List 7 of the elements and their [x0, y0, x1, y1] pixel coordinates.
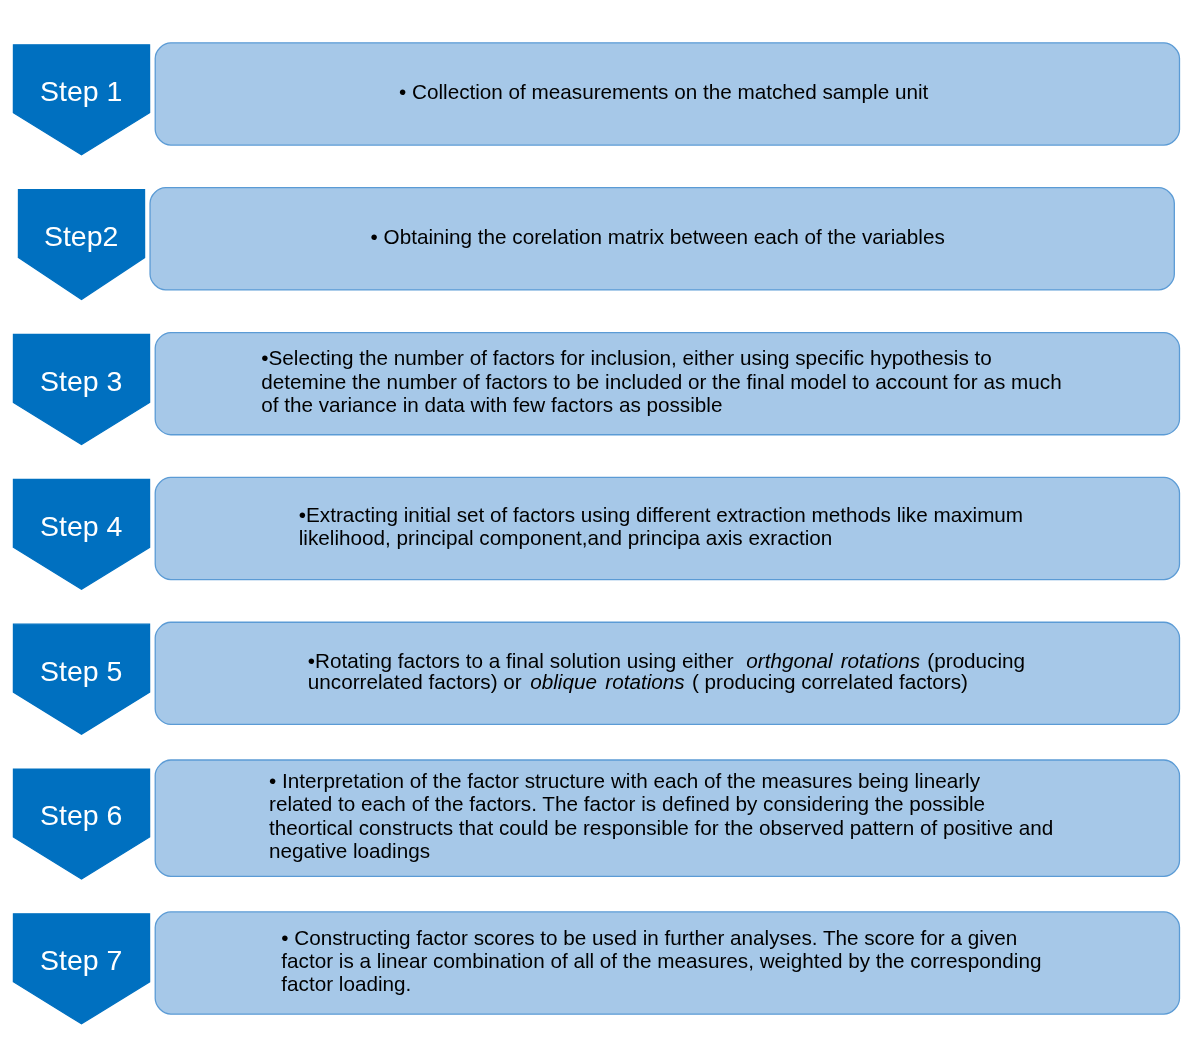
node-box: •Rotating factors to a final solution using either orthgonal rotations (producing uncorrelated factors) or oblique rotations ( producing correlated factors)	[154, 621, 1181, 726]
node-box: • Collection of measurements on the matched sample unit	[154, 42, 1181, 146]
node-box: •Selecting the number of factors for inclusion, either using specific hypothesis to detemine the number of factors to be included or the final model to account for as much of the variance in data with few factors as possible	[154, 331, 1181, 436]
node-box: • Interpretation of the factor structure with each of the measures being linearly related to each of the factors. The factor is defined by considering the possible theortical constructs that could be responsible for the observed pattern of positive and negative loadings	[154, 759, 1181, 878]
node-box: • Obtaining the corelation matrix between each of the variables	[149, 187, 1175, 291]
node-box: • Constructing factor scores to be used in further analyses. The score for a given factor is a linear combination of all of the measures, weighted by the corresponding factor loading.	[154, 911, 1181, 1015]
node-box: •Extracting initial set of factors using different extraction methods like maximum likelihood, principal component,and principa axis exraction	[154, 476, 1181, 581]
